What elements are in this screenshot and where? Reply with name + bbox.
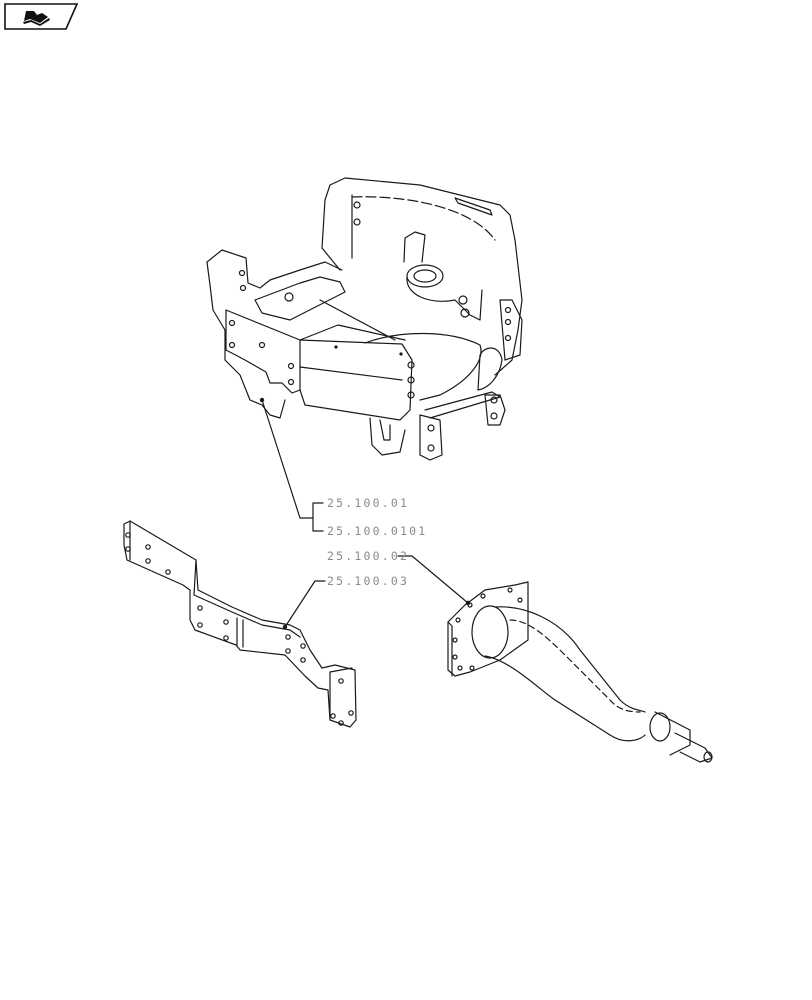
callout-25-100-03[interactable]: 25.100.03	[327, 574, 410, 588]
callout-25-100-0101[interactable]: 25.100.0101	[327, 524, 428, 538]
return-to-index-icon	[4, 3, 78, 30]
callout-25-100-02[interactable]: 25.100.02	[327, 549, 410, 563]
front-axle-housing-drawing	[447, 581, 713, 763]
leader-line-plate	[282, 580, 326, 630]
leader-line-support	[259, 397, 324, 532]
leader-line-housing	[397, 555, 471, 606]
return-to-index-button[interactable]	[4, 3, 78, 30]
callout-25-100-01[interactable]: 25.100.01	[327, 496, 410, 510]
axle-support-plate-drawing	[123, 520, 357, 728]
front-axle-support-drawing	[206, 177, 523, 461]
